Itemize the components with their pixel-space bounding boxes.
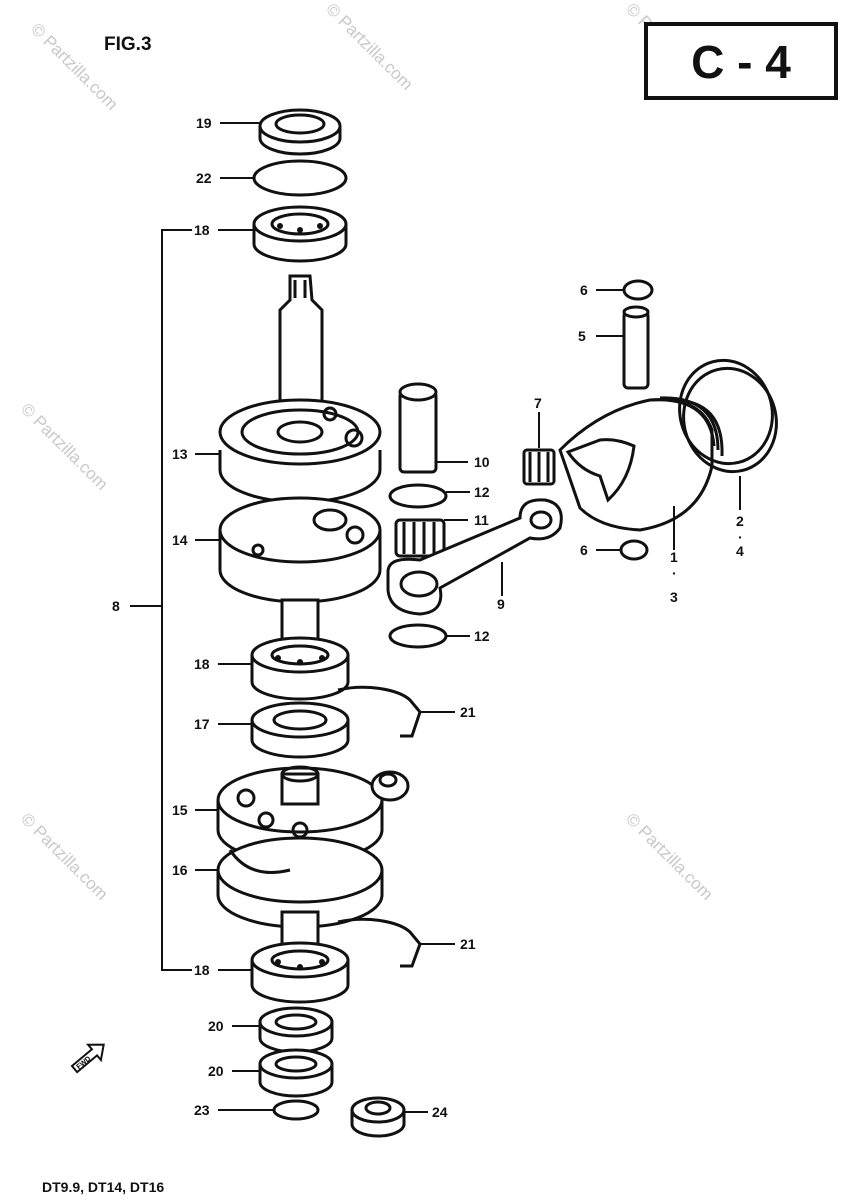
callout-16: 16 (172, 862, 188, 878)
o-ring-23 (272, 1099, 320, 1121)
callout-19: 19 (196, 115, 212, 131)
callout-11: 11 (474, 512, 489, 528)
callout-17: 17 (194, 716, 210, 732)
crankshaft-assembly (216, 108, 422, 1138)
range-dot: · (672, 565, 677, 581)
watermark: © Partzilla.com (17, 809, 111, 903)
forward-arrow-icon: FWD (70, 1043, 105, 1074)
callout-12: 12 (474, 628, 490, 644)
callout-10: 10 (474, 454, 490, 470)
callout-22: 22 (196, 170, 212, 186)
figure-label: FIG.3 (104, 34, 152, 55)
thrust-washer-12-top (388, 483, 448, 509)
callout-20: 20 (208, 1018, 224, 1034)
callout-3: 3 (670, 589, 678, 605)
callout-20: 20 (208, 1063, 224, 1079)
piston-1 (558, 396, 724, 532)
callout-1: 1 (670, 549, 678, 565)
section-code-box: C - 4 (644, 22, 838, 100)
callout-2: 2 (736, 513, 744, 529)
crank-web-13 (218, 398, 382, 504)
circlip-6-top (622, 279, 654, 301)
bearing-18-lower (250, 941, 350, 1004)
callout-18: 18 (194, 656, 210, 672)
callout-12: 12 (474, 484, 490, 500)
bearing-18-top (252, 205, 348, 263)
circlip-6-bottom (619, 539, 649, 561)
callout-21: 21 (460, 704, 476, 720)
callout-5: 5 (578, 328, 586, 344)
circlip-21-lower (337, 917, 422, 968)
watermark: © Partzilla.com (622, 809, 716, 903)
piston-conrod-assembly (386, 279, 778, 649)
callout-24: 24 (432, 1104, 448, 1120)
needle-bearing-11 (394, 518, 446, 558)
callout-9: 9 (497, 596, 505, 612)
range-dot: · (738, 529, 743, 545)
thrust-washer-12-bottom (388, 623, 448, 649)
callouts: 19 22 18 6 5 7 13 10 12 11 14 6 1 · 3 2 … (112, 115, 744, 1120)
bearing-18-middle (250, 636, 350, 701)
callout-4: 4 (736, 543, 744, 559)
model-list: DT9.9, DT14, DT16 (42, 1179, 164, 1195)
o-ring-22 (252, 159, 348, 197)
crank-web-14 (218, 496, 382, 604)
watermark: © Partzilla.com (322, 0, 416, 94)
seal-17 (250, 701, 350, 759)
oil-seal-19 (258, 108, 342, 156)
callout-18: 18 (194, 962, 210, 978)
callout-14: 14 (172, 532, 188, 548)
callout-18: 18 (194, 222, 210, 238)
leader-lines (130, 122, 741, 1113)
callout-13: 13 (172, 446, 188, 462)
callout-15: 15 (172, 802, 188, 818)
piston-rings-2-4 (678, 358, 778, 474)
callout-21: 21 (460, 936, 476, 952)
callout-6: 6 (580, 282, 588, 298)
crank-pin-10 (398, 382, 438, 474)
watermark: © Partzilla.com (17, 399, 111, 493)
callout-7: 7 (534, 395, 542, 411)
seal-20-lower (258, 1048, 334, 1098)
seal-24 (350, 1096, 406, 1138)
callout-6: 6 (580, 542, 588, 558)
callout-8: 8 (112, 598, 120, 614)
circlip-21-upper (337, 685, 422, 738)
needle-bearing-7 (522, 448, 556, 486)
callout-23: 23 (194, 1102, 210, 1118)
connecting-rod-9 (386, 498, 563, 616)
piston-pin-5 (622, 305, 650, 390)
seal-20-upper (258, 1006, 334, 1054)
section-code: C - 4 (691, 36, 791, 88)
